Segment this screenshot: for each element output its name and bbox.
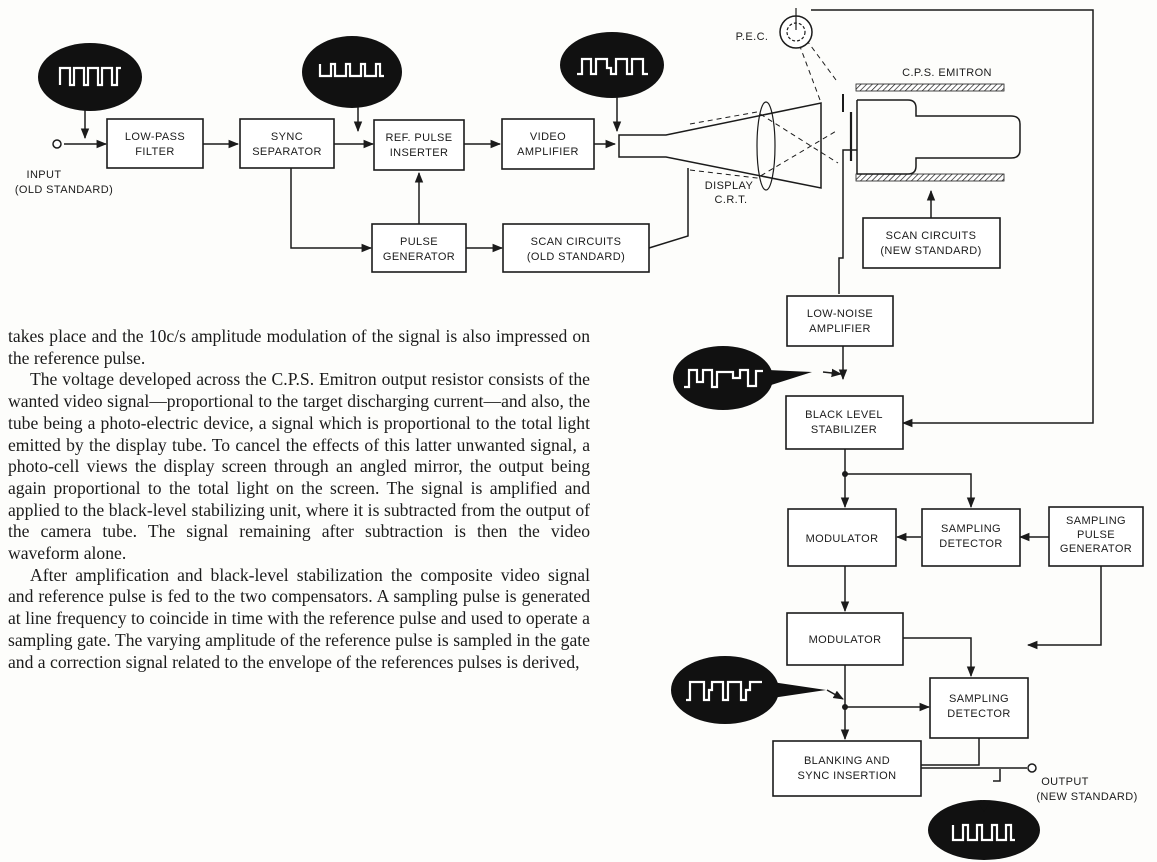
block-video-amplifier: VIDEO AMPLIFIER [501, 118, 595, 170]
black-level-line1: BLACK LEVEL [805, 409, 883, 421]
pulse-generator-line2: GENERATOR [383, 251, 455, 263]
block-modulator-2: MODULATOR [786, 612, 904, 666]
modulator-1-label: MODULATOR [806, 533, 879, 545]
article-paragraph: The voltage developed across the C.P.S. … [8, 369, 590, 564]
block-black-level-stabilizer: BLACK LEVEL STABILIZER [785, 395, 904, 450]
low-noise-line2: AMPLIFIER [809, 323, 871, 335]
article-text: takes place and the 10c/s amplitude modu… [8, 326, 590, 673]
video-amplifier-line2: AMPLIFIER [517, 146, 579, 158]
low-noise-line1: LOW-NOISE [807, 308, 873, 320]
sampling-pulse-line1: SAMPLING [1066, 515, 1126, 527]
ref-pulse-line1: REF. PULSE [386, 132, 453, 144]
input-label-line2: (OLD STANDARD) [15, 184, 113, 196]
block-pulse-generator: PULSE GENERATOR [371, 223, 467, 273]
sync-separator-line2: SEPARATOR [252, 146, 322, 158]
scan-new-line1: SCAN CIRCUITS [886, 230, 977, 242]
output-label-line1: OUTPUT [1041, 776, 1089, 788]
scan-old-line1: SCAN CIRCUITS [531, 236, 622, 248]
junction-dot [842, 704, 848, 710]
waveform-camera [673, 346, 812, 410]
waveform-video [560, 32, 664, 133]
sampling-pulse-line2: PULSE [1077, 529, 1115, 541]
display-crt-label-line2: C.R.T. [715, 194, 748, 206]
block-modulator-1: MODULATOR [787, 508, 897, 567]
scan-new-line2: (NEW STANDARD) [880, 245, 981, 257]
output-terminal [1027, 763, 1037, 773]
block-blanking-sync-insertion: BLANKING AND SYNC INSERTION [772, 740, 922, 797]
waveform-input [38, 43, 142, 140]
low-pass-filter-line2: FILTER [135, 146, 174, 158]
signal-wires [64, 9, 1102, 812]
low-pass-filter-line1: LOW-PASS [125, 131, 185, 143]
waveform-corrected [671, 656, 826, 724]
display-crt-label-line1: DISPLAY [705, 180, 754, 192]
block-sync-separator: SYNC SEPARATOR [239, 118, 335, 169]
blanking-sync-line1: BLANKING AND [804, 755, 890, 767]
sampling-pulse-line3: GENERATOR [1060, 543, 1132, 555]
sampling-detector-2-line1: SAMPLING [949, 693, 1009, 705]
pec-label: P.E.C. [736, 31, 769, 43]
article-paragraph: takes place and the 10c/s amplitude modu… [8, 326, 590, 368]
block-scan-circuits-new: SCAN CIRCUITS (NEW STANDARD) [862, 217, 1001, 269]
scan-old-line2: (OLD STANDARD) [527, 251, 625, 263]
input-label-line1: INPUT [27, 169, 62, 181]
sampling-detector-1-line1: SAMPLING [941, 523, 1001, 535]
sampling-detector-2-line2: DETECTOR [947, 708, 1011, 720]
block-sampling-detector-2: SAMPLING DETECTOR [929, 677, 1029, 739]
black-level-line2: STABILIZER [811, 424, 877, 436]
modulator-2-label: MODULATOR [809, 634, 882, 646]
sampling-detector-1-line2: DETECTOR [939, 538, 1003, 550]
input-terminal [52, 139, 62, 149]
junction-dot [842, 471, 848, 477]
ref-pulse-line2: INSERTER [390, 147, 449, 159]
optics [689, 32, 844, 191]
waveform-sync [302, 36, 402, 133]
block-sampling-detector-1: SAMPLING DETECTOR [921, 508, 1021, 567]
waveform-output [928, 800, 1040, 860]
block-low-pass-filter: LOW-PASS FILTER [106, 118, 204, 169]
pulse-generator-line1: PULSE [400, 236, 438, 248]
blanking-sync-line2: SYNC INSERTION [798, 770, 897, 782]
article-paragraph: After amplification and black-level stab… [8, 564, 590, 672]
block-sampling-pulse-generator: SAMPLING PULSE GENERATOR [1048, 506, 1144, 567]
display-crt [618, 102, 822, 189]
output-label-line2: (NEW STANDARD) [1036, 791, 1137, 803]
photo-electric-cell [779, 8, 813, 49]
sync-separator-line1: SYNC [271, 131, 303, 143]
block-scan-circuits-old: SCAN CIRCUITS (OLD STANDARD) [502, 223, 650, 273]
cps-emitron-label: C.P.S. EMITRON [902, 67, 992, 79]
block-low-noise-amplifier: LOW-NOISE AMPLIFIER [786, 295, 894, 347]
video-amplifier-line1: VIDEO [530, 131, 566, 143]
block-ref-pulse-inserter: REF. PULSE INSERTER [373, 119, 465, 171]
cps-emitron-tube [849, 83, 1021, 182]
